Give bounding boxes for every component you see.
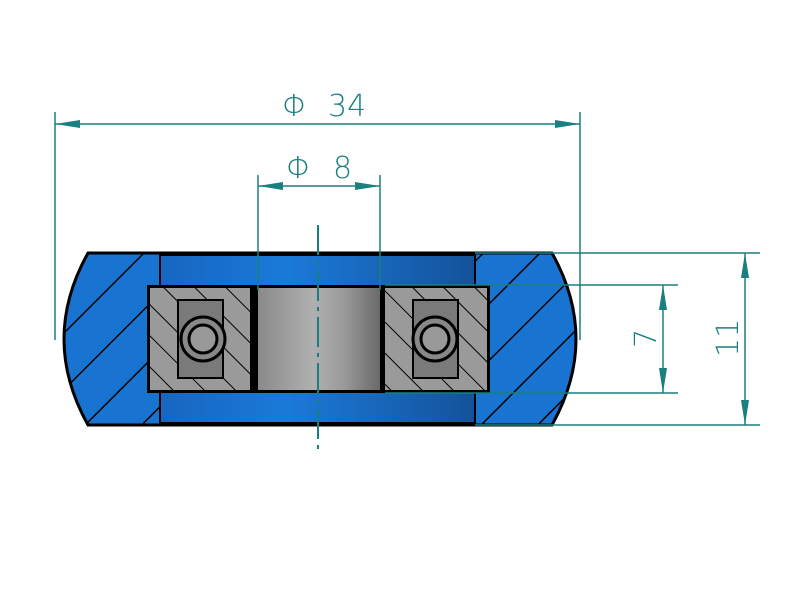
bearing-width-value: 7 — [629, 329, 664, 348]
bore-diameter-symbol: Φ — [286, 151, 312, 186]
outer-diameter-value: 34 — [328, 89, 366, 124]
outer-diameter-symbol: Φ — [282, 89, 308, 124]
ball-left — [177, 299, 227, 379]
dimension-lines — [54, 112, 760, 426]
total-width-value: 11 — [711, 319, 746, 357]
bore-diameter-value: 8 — [333, 151, 352, 186]
ball-right — [411, 299, 459, 379]
